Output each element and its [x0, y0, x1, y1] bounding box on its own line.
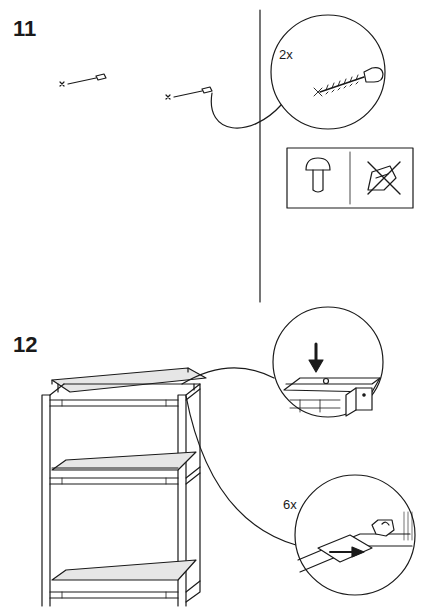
- screw: [166, 87, 212, 99]
- quantity-label: 6x: [282, 498, 298, 511]
- anchor-wrong-icon: [368, 162, 400, 194]
- screw: [60, 74, 106, 86]
- shelf-detail: [284, 344, 380, 416]
- leader-line: [182, 368, 274, 384]
- detail-circle: [273, 307, 383, 417]
- screw-detail: [314, 68, 383, 96]
- step-number: 11: [12, 18, 37, 40]
- leader-line: [211, 93, 282, 128]
- anchor-ok-icon: [306, 158, 330, 192]
- divider: [350, 152, 351, 204]
- anchor-choice-box: [287, 148, 413, 208]
- clip-detail: [298, 512, 412, 572]
- detail-circle: [271, 15, 385, 129]
- wall-line: [259, 10, 260, 302]
- shelf-frame: [42, 368, 206, 606]
- detail-circle: [295, 475, 415, 595]
- quantity-label: 2x: [278, 48, 294, 61]
- leader-line: [186, 396, 296, 545]
- step-number: 12: [12, 334, 38, 356]
